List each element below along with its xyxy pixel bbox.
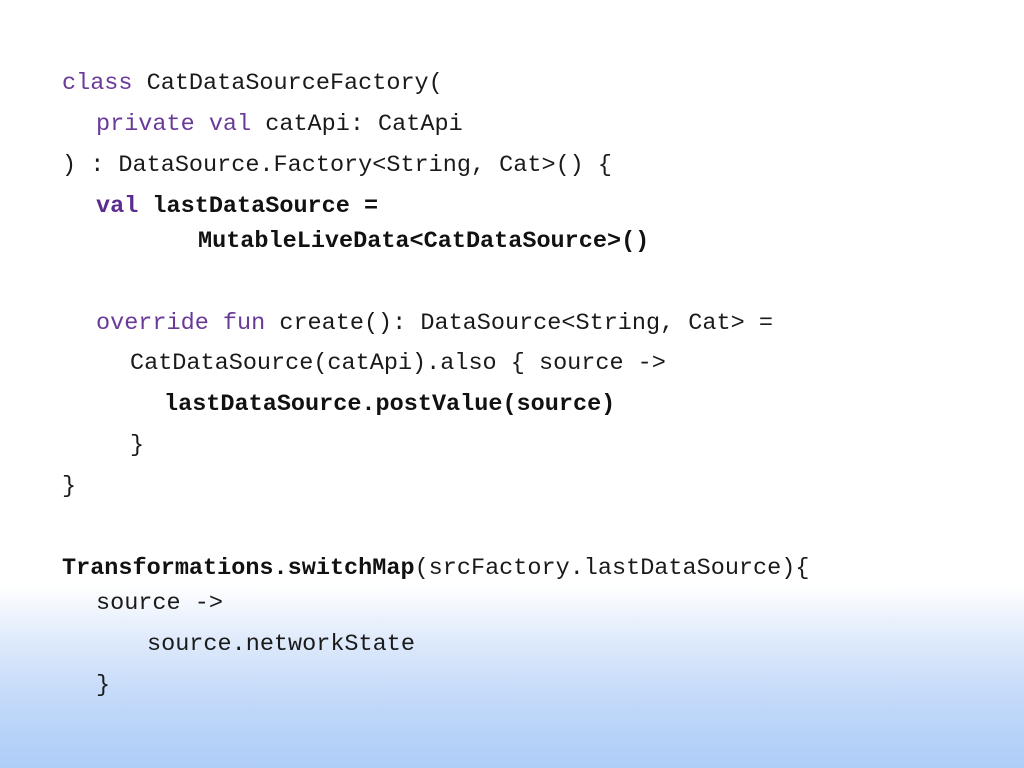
closing-brace: } bbox=[130, 432, 145, 459]
keyword-val: val bbox=[96, 193, 139, 220]
code-line-last-data-source: val lastDataSource = bbox=[96, 193, 378, 221]
closing-brace: } bbox=[62, 473, 77, 500]
network-state-expr: source.networkState bbox=[147, 631, 415, 658]
switch-map-args: (srcFactory.lastDataSource){ bbox=[414, 555, 810, 582]
code-line-override-create: override fun create(): DataSource<String… bbox=[96, 310, 773, 338]
code-line-close-switch-map: } bbox=[96, 672, 110, 700]
keyword-override-fun: override fun bbox=[96, 310, 266, 337]
switch-map-call: Transformations.switchMap bbox=[62, 555, 415, 582]
create-signature: create(): DataSource<String, Cat> = bbox=[265, 310, 773, 337]
property-decl: lastDataSource = bbox=[138, 193, 379, 220]
code-line-switch-map: Transformations.switchMap(srcFactory.las… bbox=[62, 555, 809, 583]
initializer-text: MutableLiveData<CatDataSource>() bbox=[198, 228, 650, 255]
also-call: CatDataSource(catApi).also { source -> bbox=[130, 350, 666, 377]
code-line-post-value: lastDataSource.postValue(source) bbox=[164, 391, 615, 419]
code-line-constructor-param: private val catApi: CatApi bbox=[96, 111, 463, 139]
code-line-supertype: ) : DataSource.Factory<String, Cat>() { bbox=[62, 152, 612, 180]
code-line-mutable-live-data: MutableLiveData<CatDataSource>() bbox=[198, 228, 649, 256]
code-line-close-class: } bbox=[62, 473, 76, 501]
keyword-class: class bbox=[62, 70, 133, 97]
post-value-call: lastDataSource.postValue(source) bbox=[164, 391, 616, 418]
code-line-close-lambda: } bbox=[130, 432, 144, 460]
param-decl: catApi: CatApi bbox=[251, 111, 463, 138]
code-line-network-state: source.networkState bbox=[147, 631, 415, 659]
class-name: CatDataSourceFactory( bbox=[132, 70, 443, 97]
code-line-source-arrow: source -> bbox=[96, 590, 223, 618]
supertype-text: ) : DataSource.Factory<String, Cat>() { bbox=[62, 152, 612, 179]
keyword-private-val: private val bbox=[96, 111, 252, 138]
closing-brace: } bbox=[96, 672, 111, 699]
code-line-class-decl: class CatDataSourceFactory( bbox=[62, 70, 443, 98]
code-line-cat-data-source: CatDataSource(catApi).also { source -> bbox=[130, 350, 666, 378]
lambda-param: source -> bbox=[96, 590, 223, 617]
